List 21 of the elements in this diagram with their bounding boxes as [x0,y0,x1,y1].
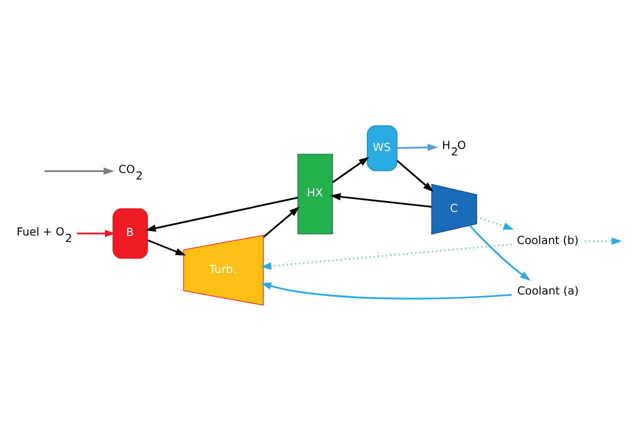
arrow [44,168,114,175]
arrow [397,144,438,152]
node-text: Coolant (a) [517,284,579,298]
node-box: B [112,208,148,259]
arrow [262,206,300,238]
node-text: Coolant (b) [516,234,579,247]
node-box: WS [366,125,398,172]
arrow [145,196,298,232]
node-box: Turb. [183,234,264,306]
arrow [469,225,531,281]
arrow [147,239,186,256]
arrow [260,282,512,300]
arrow [476,216,514,230]
arrow [396,160,434,192]
arrow [584,238,622,245]
arrow [260,244,512,270]
arrow [77,230,116,238]
node-box: C [431,184,478,235]
node-box: HX [298,154,333,234]
arrow [330,193,432,208]
arrow [332,156,370,183]
